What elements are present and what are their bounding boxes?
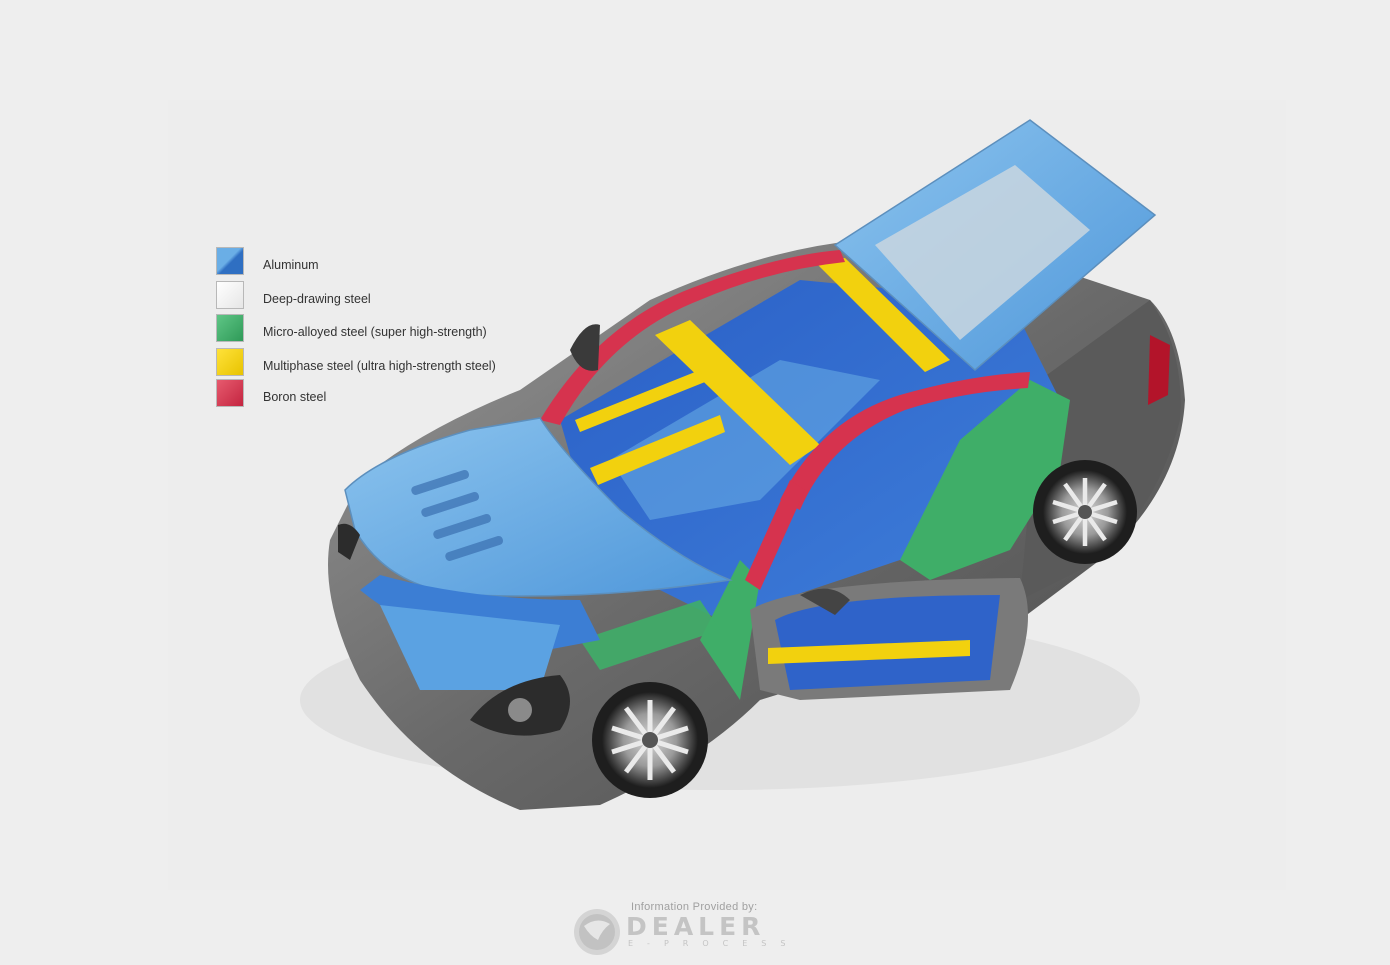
- boron-steel-swatch: [216, 379, 244, 407]
- footer-subtitle: E-PROCESS: [628, 939, 799, 948]
- dealer-eprocess-footer: Information Provided by: DEALER E-PROCES…: [566, 898, 806, 958]
- footer-brand: DEALER: [626, 912, 765, 941]
- rear-wheel: [1033, 460, 1137, 564]
- globe-logo-icon: [570, 906, 624, 958]
- tail-light: [1148, 335, 1170, 405]
- deep-drawing-steel-swatch: [216, 281, 244, 309]
- headlight-lens: [508, 698, 532, 722]
- front-wheel: [592, 682, 708, 798]
- car-body-structure-illustration: [290, 110, 1190, 830]
- multiphase-steel-swatch: [216, 348, 244, 376]
- aluminum-swatch: [216, 247, 244, 275]
- micro-alloyed-steel-swatch: [216, 314, 244, 342]
